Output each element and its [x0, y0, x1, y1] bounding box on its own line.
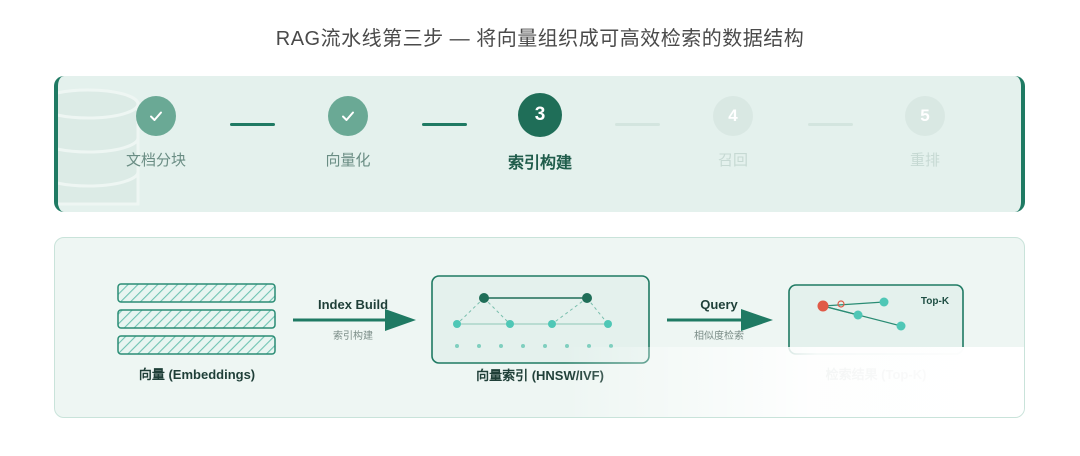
database-watermark-icon	[58, 88, 140, 206]
index-build-label: Index Build	[318, 297, 388, 312]
step-document-chunking: 文档分块	[96, 96, 216, 170]
step-connector-1-2	[230, 123, 275, 126]
step-index-building: 3 索引构建	[480, 93, 600, 173]
topk-results-icon	[788, 284, 964, 355]
step-connector-2-3	[422, 123, 467, 126]
pipeline-stepper: 文档分块 向量化 3 索引构建 4 召回 5 重排	[54, 76, 1025, 212]
query-arrow-icon	[667, 309, 773, 331]
query-label: Query	[700, 297, 738, 312]
topk-badge: Top-K	[921, 296, 950, 307]
step-3-label: 索引构建	[507, 155, 572, 172]
step-4-label: 召回	[717, 152, 748, 169]
index-build-diagram: 向量 (Embeddings) Index Build 索引构建	[54, 237, 1025, 418]
step-1-label: 文档分块	[125, 152, 186, 169]
vector-index-graph-icon	[431, 275, 650, 364]
query-sublabel: 相似度检索	[694, 329, 744, 342]
step-rerank: 5 重排	[865, 96, 985, 170]
step-3-circle: 3	[518, 93, 562, 137]
step-5-label: 重排	[909, 152, 940, 169]
step-connector-4-5	[808, 123, 853, 126]
index-build-arrow-icon	[293, 309, 416, 331]
diagram-canvas: 向量 (Embeddings) Index Build 索引构建	[117, 275, 964, 383]
step-4-circle: 4	[713, 96, 753, 136]
step-2-label: 向量化	[325, 152, 371, 169]
index-label: 向量索引 (HNSW/IVF)	[476, 368, 604, 383]
step-vectorization: 向量化	[288, 96, 408, 170]
vectors-label: 向量 (Embeddings)	[139, 367, 255, 382]
check-icon	[150, 111, 162, 121]
results-label: 检索结果 (Top-K)	[826, 367, 927, 382]
step-5-circle: 5	[905, 96, 945, 136]
page-title: RAG流水线第三步 — 将向量组织成可高效检索的数据结构	[275, 28, 805, 50]
index-build-sublabel: 索引构建	[333, 329, 373, 342]
step-recall: 4 召回	[673, 96, 793, 170]
check-icon	[342, 111, 354, 121]
step-2-circle	[328, 96, 368, 136]
step-connector-3-4	[615, 123, 660, 126]
step-1-circle	[136, 96, 176, 136]
embedding-vectors-icon	[117, 283, 276, 355]
